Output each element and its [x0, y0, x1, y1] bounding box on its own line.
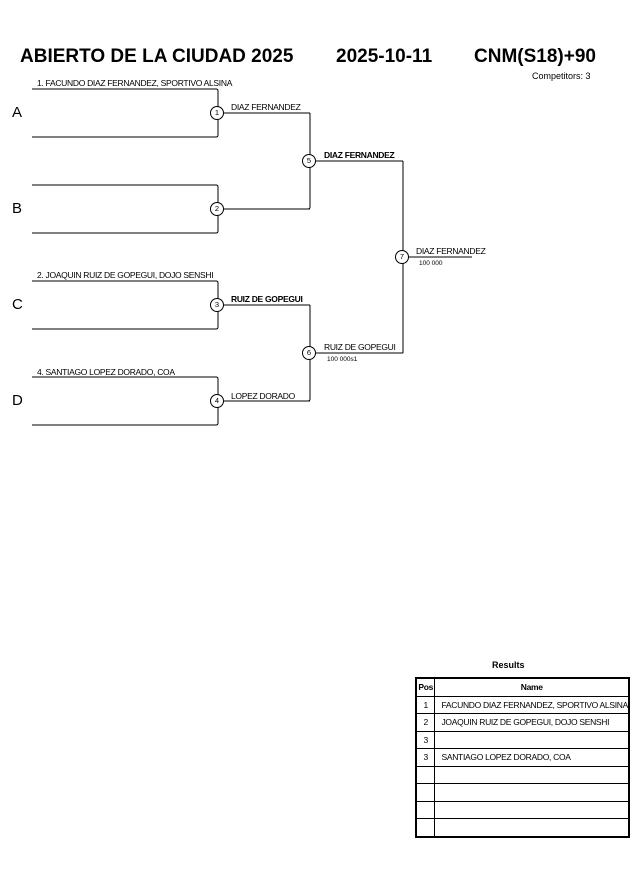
table-row [415, 783, 630, 802]
bracket-box-3 [32, 280, 219, 330]
match-7-circle: 7 [395, 250, 409, 264]
results-title: Results [492, 660, 525, 670]
result-name [434, 765, 630, 784]
match-5-circle: 5 [302, 154, 316, 168]
match-4-winner: LOPEZ DORADO [231, 391, 295, 401]
category-title: CNM(S18)+90 [474, 46, 596, 67]
table-row [415, 818, 630, 837]
match-7-score: 100 000 [419, 260, 443, 267]
event-title: ABIERTO DE LA CIUDAD 2025 [20, 46, 294, 67]
bracket-join-5 [307, 113, 311, 210]
match-7-winner: DIAZ FERNANDEZ [416, 246, 486, 256]
match-1-winner: DIAZ FERNANDEZ [231, 102, 301, 112]
match-4-circle: 4 [210, 394, 224, 408]
match-6-score: 100 000s1 [327, 356, 358, 363]
competitors-count: Competitors: 3 [532, 71, 591, 81]
result-pos [415, 818, 436, 837]
match-1-circle: 1 [210, 106, 224, 120]
table-row [415, 765, 630, 784]
pool-d-label: D [12, 392, 23, 409]
match-2-circle: 2 [210, 202, 224, 216]
bracket-join-6 [307, 305, 311, 402]
result-name: JOAQUIN RUIZ DE GOPEGUI, DOJO SENSHI [434, 713, 630, 732]
results-header-pos: Pos [415, 677, 436, 697]
result-name [434, 818, 630, 837]
match-5-winner: DIAZ FERNANDEZ [324, 150, 395, 160]
entry-4-name: 4. SANTIAGO LOPEZ DORADO, COA [37, 367, 175, 377]
table-row [415, 800, 630, 819]
result-name [434, 800, 630, 819]
results-header-name: Name [434, 677, 630, 697]
bracket-box-4 [32, 376, 219, 426]
result-pos: 1 [415, 695, 436, 714]
pool-c-label: C [12, 296, 23, 313]
result-pos [415, 765, 436, 784]
result-name [434, 783, 630, 802]
match-6-winner: RUIZ DE GOPEGUI [324, 342, 396, 352]
result-name [434, 730, 630, 749]
entry-2-name: 2. JOAQUIN RUIZ DE GOPEGUI, DOJO SENSHI [37, 270, 214, 280]
result-pos: 3 [415, 730, 436, 749]
match-3-circle: 3 [210, 298, 224, 312]
result-pos: 3 [415, 748, 436, 767]
result-pos [415, 800, 436, 819]
table-row: 3 [415, 730, 630, 749]
event-date: 2025-10-11 [336, 46, 433, 67]
result-name: FACUNDO DIAZ FERNANDEZ, SPORTIVO ALSINA [434, 695, 630, 714]
match-6-circle: 6 [302, 346, 316, 360]
match-3-winner: RUIZ DE GOPEGUI [231, 294, 303, 304]
bracket-box-2 [32, 184, 219, 234]
results-header-row: Pos Name [415, 677, 630, 697]
bracket-box-1 [32, 88, 219, 138]
result-pos [415, 783, 436, 802]
pool-b-label: B [12, 200, 23, 217]
result-name: SANTIAGO LOPEZ DORADO, COA [434, 748, 630, 767]
entry-1-name: 1. FACUNDO DIAZ FERNANDEZ, SPORTIVO ALSI… [37, 78, 233, 88]
pool-a-label: A [12, 104, 23, 121]
result-pos: 2 [415, 713, 436, 732]
